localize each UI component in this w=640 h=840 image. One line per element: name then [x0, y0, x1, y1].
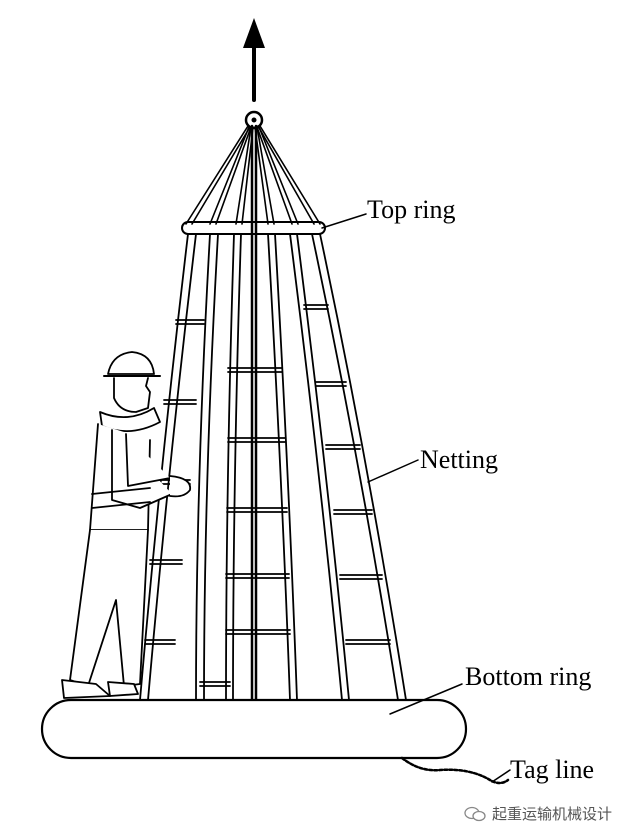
- top-ring-label: Top ring: [367, 195, 456, 224]
- top-ring: [181, 221, 326, 235]
- netting-leader-line: [367, 459, 419, 483]
- tag-line-label: Tag line: [510, 755, 595, 784]
- wechat-icon: [464, 806, 486, 821]
- lift-arrow: [243, 18, 265, 102]
- bottom-ring: [40, 698, 468, 760]
- tag-line-leader-line: [491, 769, 511, 783]
- lifting-eye: [244, 110, 264, 130]
- central-post: [250, 124, 258, 702]
- watermark-text: 起重运输机械设计: [491, 805, 612, 823]
- watermark: 起重运输机械设计: [464, 803, 612, 824]
- bottom-ring-leader-line: [389, 683, 463, 715]
- worker-figure: [61, 351, 192, 699]
- bottom-ring-label: Bottom ring: [465, 662, 592, 691]
- netting-label: Netting: [420, 445, 498, 474]
- top-ring-leader-line: [321, 213, 367, 229]
- tag-line: [400, 756, 510, 785]
- netting: [139, 233, 407, 701]
